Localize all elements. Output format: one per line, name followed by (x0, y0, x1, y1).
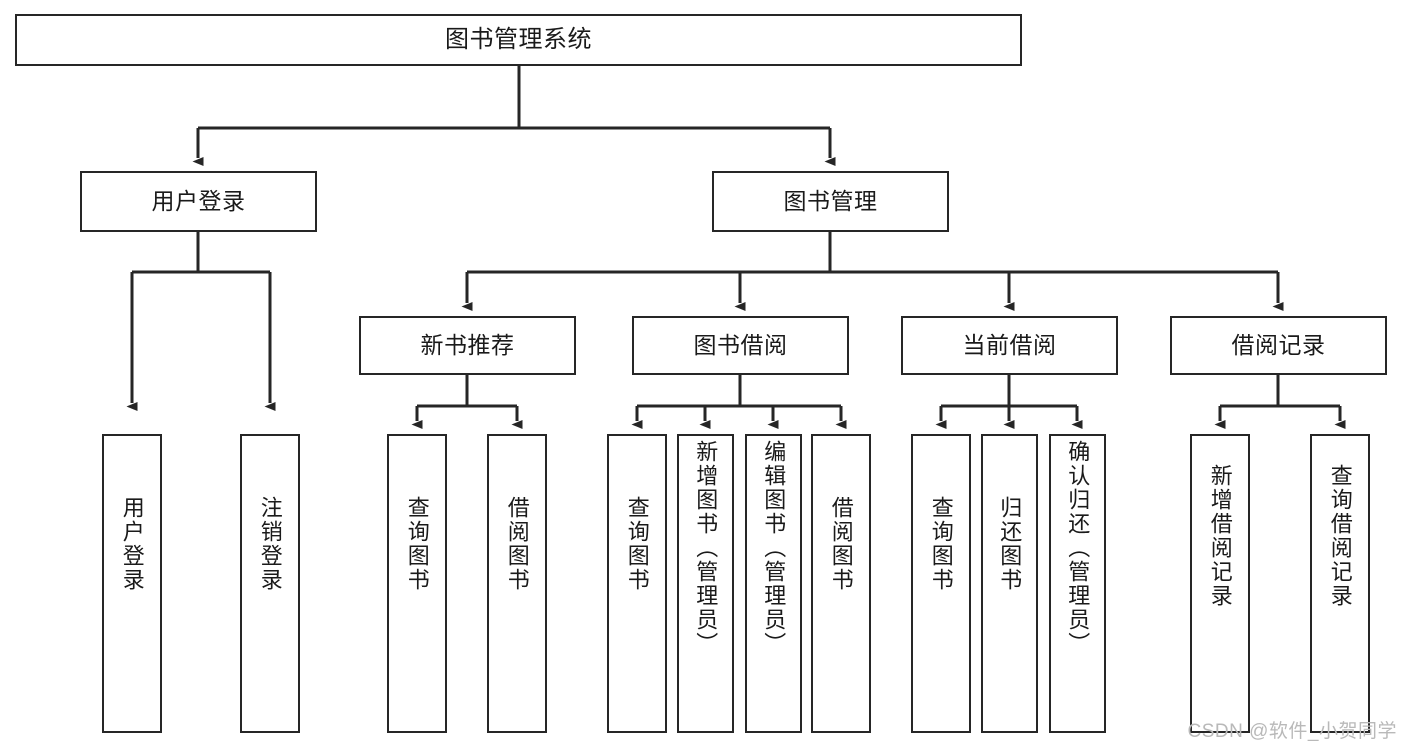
node-leaf-add-record-label: 新增借阅记录 (1207, 464, 1233, 608)
node-leaf-user-login[interactable]: 用户登录 (102, 434, 162, 733)
node-leaf-query-book-2-label: 查询图书 (624, 496, 650, 592)
node-user-login[interactable]: 用户登录 (80, 171, 317, 232)
node-leaf-user-login-label: 用户登录 (119, 496, 145, 592)
node-book-borrow[interactable]: 图书借阅 (632, 316, 849, 375)
node-current-borrow-label: 当前借阅 (962, 332, 1057, 359)
node-leaf-borrow-book-1-label: 借阅图书 (504, 496, 530, 592)
node-root-label: 图书管理系统 (445, 26, 592, 54)
node-leaf-query-record[interactable]: 查询借阅记录 (1310, 434, 1370, 733)
node-leaf-query-book-3[interactable]: 查询图书 (911, 434, 971, 733)
node-leaf-borrow-book-2[interactable]: 借阅图书 (811, 434, 871, 733)
node-leaf-logout[interactable]: 注销登录 (240, 434, 300, 733)
node-leaf-query-book-1-label: 查询图书 (404, 496, 430, 592)
node-leaf-query-book-2[interactable]: 查询图书 (607, 434, 667, 733)
node-current-borrow[interactable]: 当前借阅 (901, 316, 1118, 375)
node-leaf-add-book[interactable]: 新增图书（管理员） (677, 434, 734, 733)
node-leaf-query-record-label: 查询借阅记录 (1327, 464, 1353, 608)
node-leaf-add-record[interactable]: 新增借阅记录 (1190, 434, 1250, 733)
node-new-book-recommend[interactable]: 新书推荐 (359, 316, 576, 375)
node-leaf-confirm-return[interactable]: 确认归还（管理员） (1049, 434, 1106, 733)
node-book-borrow-label: 图书借阅 (693, 332, 788, 359)
node-leaf-edit-book-label: 编辑图书（管理员） (761, 440, 787, 656)
node-leaf-edit-book[interactable]: 编辑图书（管理员） (745, 434, 802, 733)
node-user-login-label: 用户登录 (151, 188, 246, 215)
node-borrow-record-label: 借阅记录 (1231, 332, 1326, 359)
node-book-manage[interactable]: 图书管理 (712, 171, 949, 232)
node-borrow-record[interactable]: 借阅记录 (1170, 316, 1387, 375)
node-leaf-return-book-label: 归还图书 (997, 496, 1023, 592)
node-leaf-confirm-return-label: 确认归还（管理员） (1065, 440, 1091, 656)
node-leaf-return-book[interactable]: 归还图书 (981, 434, 1038, 733)
node-leaf-query-book-3-label: 查询图书 (928, 496, 954, 592)
node-new-book-recommend-label: 新书推荐 (420, 332, 515, 359)
csdn-watermark: CSDN @软件_小贺同学 (1187, 721, 1397, 742)
node-leaf-borrow-book-1[interactable]: 借阅图书 (487, 434, 547, 733)
node-root[interactable]: 图书管理系统 (15, 14, 1022, 66)
node-leaf-borrow-book-2-label: 借阅图书 (828, 496, 854, 592)
node-leaf-logout-label: 注销登录 (257, 496, 283, 592)
node-leaf-query-book-1[interactable]: 查询图书 (387, 434, 447, 733)
node-leaf-add-book-label: 新增图书（管理员） (693, 440, 719, 656)
node-book-manage-label: 图书管理 (783, 188, 878, 215)
